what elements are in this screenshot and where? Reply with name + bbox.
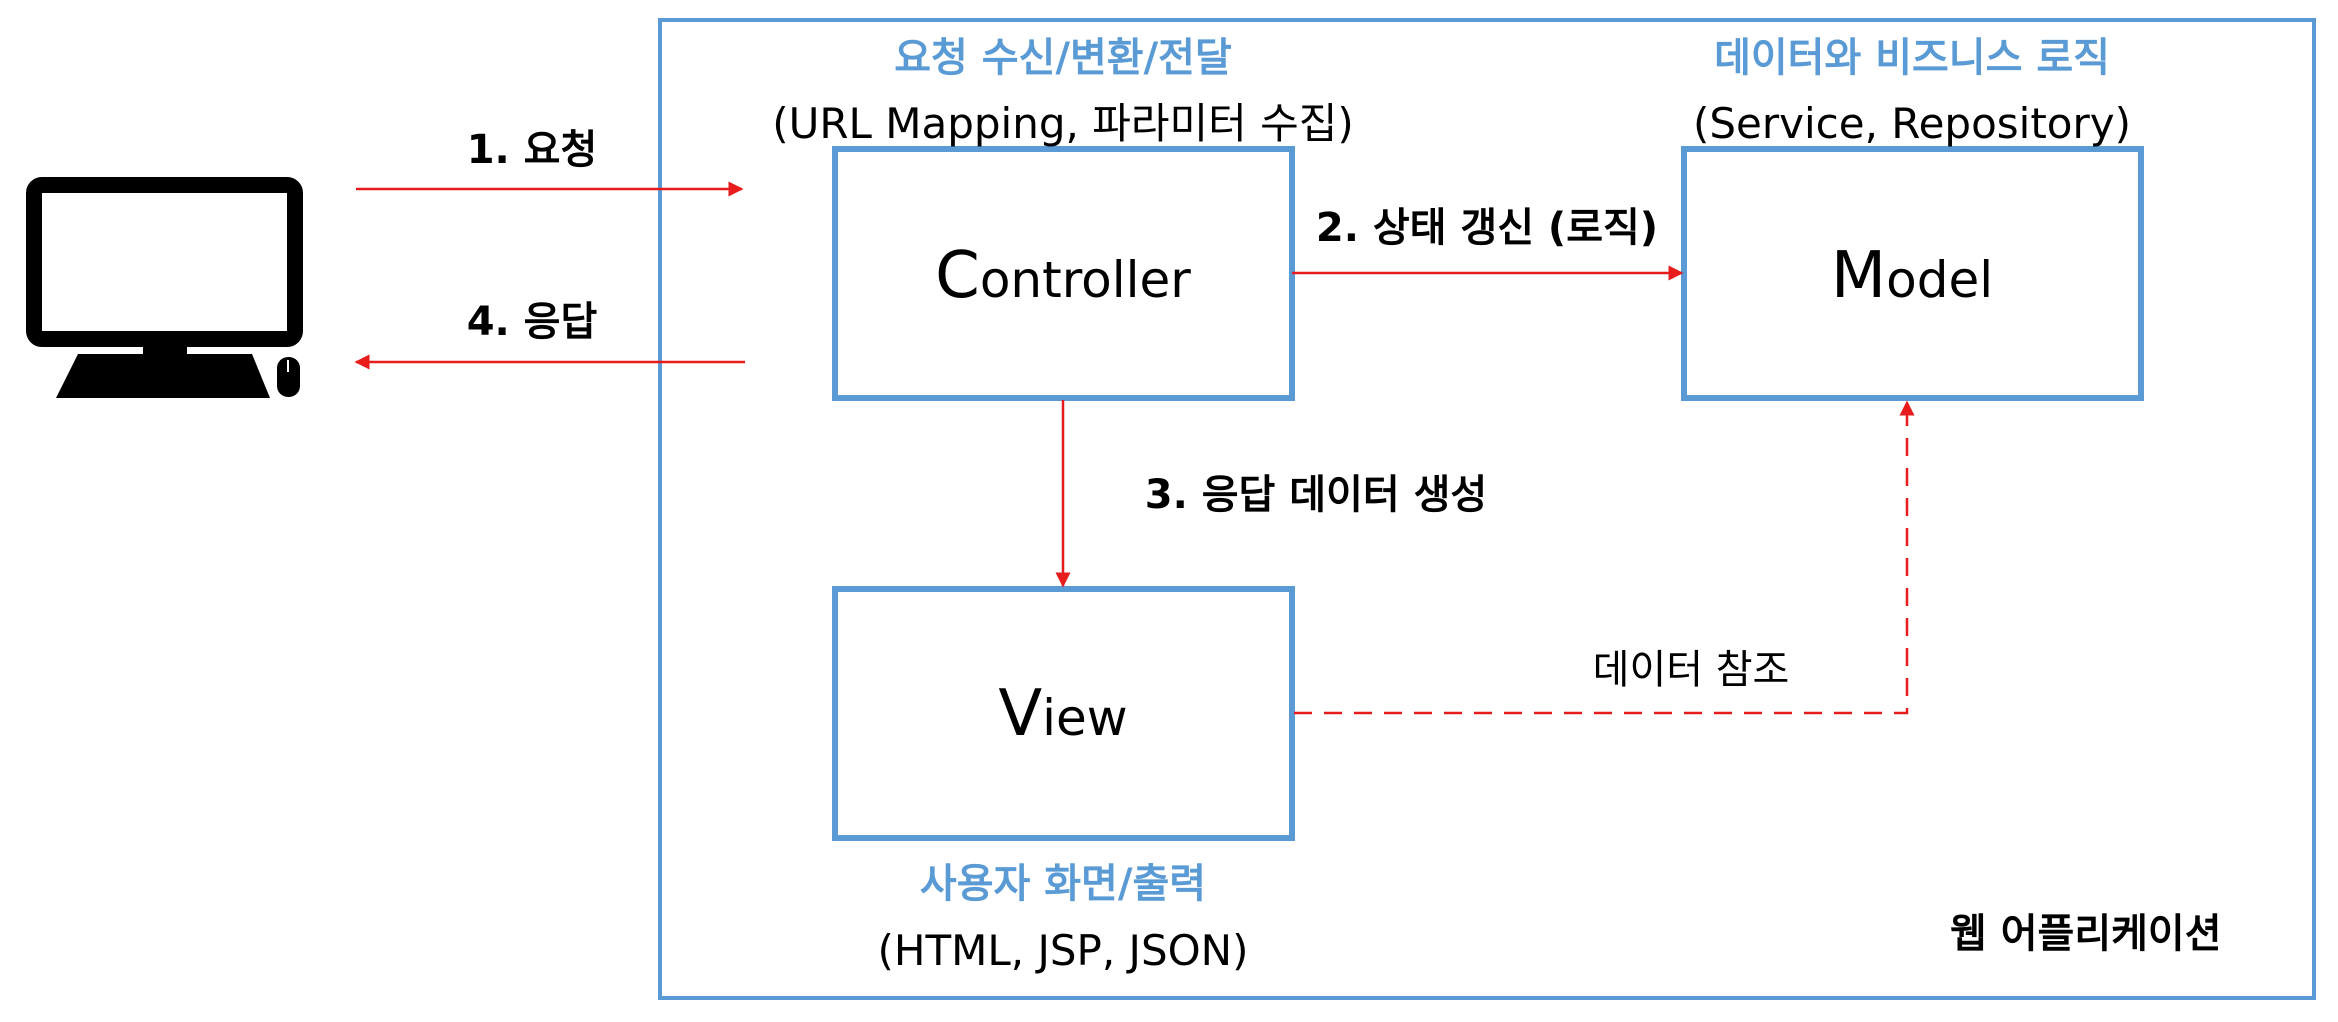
- controller-title: Controller: [935, 244, 1191, 308]
- data-reference-label: 데이터 참조: [1592, 647, 1790, 693]
- model-title-initial: M: [1830, 239, 1887, 313]
- response-label: 4. 응답: [466, 299, 598, 345]
- create-response-data-label: 3. 응답 데이터 생성: [1144, 472, 1488, 518]
- view-title-initial: V: [998, 677, 1043, 751]
- desktop-computer-icon: [26, 177, 303, 398]
- view-heading: 사용자 화면/출력: [919, 861, 1207, 907]
- request-label: 1. 요청: [466, 127, 598, 173]
- controller-title-rest: ontroller: [979, 251, 1191, 309]
- web-application-container: [658, 18, 2316, 1000]
- model-detail: (Service, Repository): [1692, 99, 2132, 148]
- controller-box: [832, 146, 1295, 401]
- controller-title-initial: C: [935, 239, 980, 313]
- data-reference-arrow: [1294, 400, 1915, 715]
- view-box: [832, 586, 1295, 841]
- view-title-rest: iew: [1042, 689, 1128, 747]
- model-heading: 데이터와 비즈니스 로직: [1714, 35, 2110, 81]
- model-title-rest: odel: [1886, 251, 1994, 309]
- view-title: View: [998, 682, 1127, 746]
- model-title: Model: [1831, 244, 1993, 308]
- controller-heading: 요청 수신/변환/전달: [894, 35, 1232, 81]
- web-application-label: 웹 어플리케이션: [1950, 911, 2222, 957]
- update-state-label: 2. 상태 갱신 (로직): [1315, 205, 1659, 251]
- controller-detail: (URL Mapping, 파라미터 수집): [772, 99, 1354, 148]
- view-detail: (HTML, JSP, JSON): [877, 926, 1249, 975]
- model-box: [1681, 146, 2144, 401]
